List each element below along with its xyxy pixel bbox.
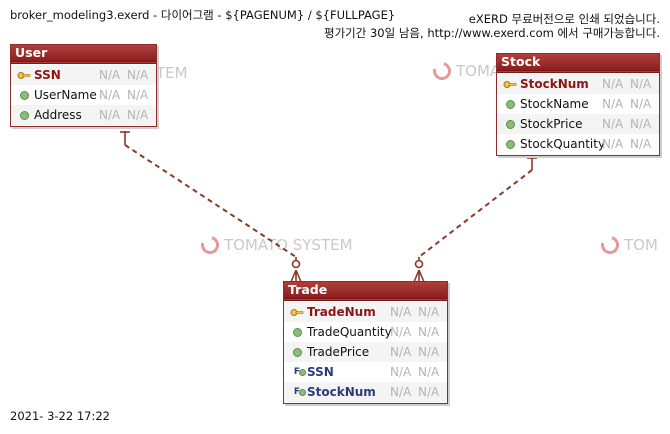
primary-key-icon bbox=[503, 74, 517, 94]
watermark-full: TOMATO SYSTEM bbox=[197, 232, 353, 258]
column-row-ssn[interactable]: SSN N/A N/A bbox=[11, 65, 156, 85]
watermark-text: TEM bbox=[156, 64, 188, 82]
column-name: TradeQuantity bbox=[307, 325, 392, 339]
column-name: StockQuantity bbox=[520, 137, 606, 151]
column-type: N/A bbox=[602, 117, 624, 131]
column-type: N/A bbox=[390, 345, 412, 359]
foreign-key-icon: F bbox=[290, 362, 307, 382]
entity-title: Stock bbox=[497, 54, 659, 73]
column-row-username[interactable]: UserName N/A N/A bbox=[11, 85, 156, 105]
column-icon bbox=[503, 94, 517, 114]
watermark-cut-2: TOMA bbox=[429, 58, 501, 84]
column-name: UserName bbox=[34, 88, 97, 102]
column-type: N/A bbox=[99, 108, 121, 122]
watermark-cut-1: TEM bbox=[156, 64, 188, 82]
column-icon bbox=[290, 322, 304, 342]
column-type: N/A bbox=[390, 365, 412, 379]
column-name: SSN bbox=[34, 68, 61, 82]
column-list: StockNum N/A N/A StockName N/A N/A Stock… bbox=[497, 73, 659, 155]
column-default: N/A bbox=[630, 137, 652, 151]
column-default: N/A bbox=[418, 305, 440, 319]
column-row-stockquantity[interactable]: StockQuantity N/A N/A bbox=[497, 134, 659, 154]
print-date: 2021- 3-22 17:22 bbox=[10, 409, 110, 423]
license-notice-line2: 평가기간 30일 남음, http://www.exerd.com 에서 구매가… bbox=[324, 26, 660, 40]
watermark-text: TOMA bbox=[456, 62, 501, 80]
column-name: StockNum bbox=[307, 385, 376, 399]
primary-key-icon bbox=[17, 65, 31, 85]
column-row-stocknum[interactable]: StockNum N/A N/A bbox=[497, 74, 659, 94]
column-default: N/A bbox=[127, 68, 149, 82]
column-list: TradeNum N/A N/A TradeQuantity N/A N/A T… bbox=[284, 301, 447, 403]
column-type: N/A bbox=[602, 137, 624, 151]
entity-stock[interactable]: Stock StockNum N/A N/A StockName N/A N/A… bbox=[496, 53, 660, 156]
relationship-user-trade[interactable] bbox=[120, 131, 302, 283]
column-name: TradeNum bbox=[307, 305, 376, 319]
column-type: N/A bbox=[99, 68, 121, 82]
column-name: Address bbox=[34, 108, 82, 122]
column-icon bbox=[503, 114, 517, 134]
column-default: N/A bbox=[630, 97, 652, 111]
column-row-tradenum[interactable]: TradeNum N/A N/A bbox=[284, 302, 447, 322]
column-row-stocknum-fk[interactable]: F StockNum N/A N/A bbox=[284, 382, 447, 402]
column-name: StockPrice bbox=[520, 117, 583, 131]
entity-title: User bbox=[11, 45, 156, 64]
column-row-ssn-fk[interactable]: F SSN N/A N/A bbox=[284, 362, 447, 382]
column-type: N/A bbox=[390, 325, 412, 339]
column-default: N/A bbox=[418, 325, 440, 339]
watermark-cut-3: TOM bbox=[597, 232, 658, 258]
column-row-tradeprice[interactable]: TradePrice N/A N/A bbox=[284, 342, 447, 362]
column-default: N/A bbox=[630, 117, 652, 131]
column-name: SSN bbox=[307, 365, 334, 379]
foreign-key-icon: F bbox=[290, 382, 307, 402]
column-type: N/A bbox=[602, 97, 624, 111]
diagram-title: broker_modeling3.exerd - 다이어그램 - ${PAGEN… bbox=[10, 8, 396, 22]
column-name: StockName bbox=[520, 97, 589, 111]
primary-key-icon bbox=[290, 302, 304, 322]
column-default: N/A bbox=[630, 77, 652, 91]
license-notice-line1: eXERD 무료버전으로 인쇄 되었습니다. bbox=[468, 12, 660, 26]
watermark-text: TOMATO SYSTEM bbox=[224, 236, 353, 254]
column-row-stockprice[interactable]: StockPrice N/A N/A bbox=[497, 114, 659, 134]
column-default: N/A bbox=[418, 345, 440, 359]
column-type: N/A bbox=[602, 77, 624, 91]
column-row-address[interactable]: Address N/A N/A bbox=[11, 105, 156, 125]
column-type: N/A bbox=[390, 305, 412, 319]
column-icon bbox=[290, 342, 304, 362]
relationship-stock-trade[interactable] bbox=[413, 155, 537, 283]
column-type: N/A bbox=[390, 385, 412, 399]
column-default: N/A bbox=[418, 385, 440, 399]
column-icon bbox=[17, 85, 31, 105]
entity-trade[interactable]: Trade TradeNum N/A N/A TradeQuantity N/A… bbox=[283, 281, 448, 404]
column-name: TradePrice bbox=[307, 345, 370, 359]
entity-user[interactable]: User SSN N/A N/A UserName N/A N/A Addres… bbox=[10, 44, 157, 127]
entity-title: Trade bbox=[284, 282, 447, 301]
column-default: N/A bbox=[418, 365, 440, 379]
column-default: N/A bbox=[127, 108, 149, 122]
column-icon bbox=[17, 105, 31, 125]
column-name: StockNum bbox=[520, 77, 589, 91]
column-list: SSN N/A N/A UserName N/A N/A Address N/A… bbox=[11, 64, 156, 126]
column-row-tradequantity[interactable]: TradeQuantity N/A N/A bbox=[284, 322, 447, 342]
column-row-stockname[interactable]: StockName N/A N/A bbox=[497, 94, 659, 114]
column-icon bbox=[503, 134, 517, 154]
column-type: N/A bbox=[99, 88, 121, 102]
column-default: N/A bbox=[127, 88, 149, 102]
watermark-text: TOM bbox=[624, 236, 658, 254]
